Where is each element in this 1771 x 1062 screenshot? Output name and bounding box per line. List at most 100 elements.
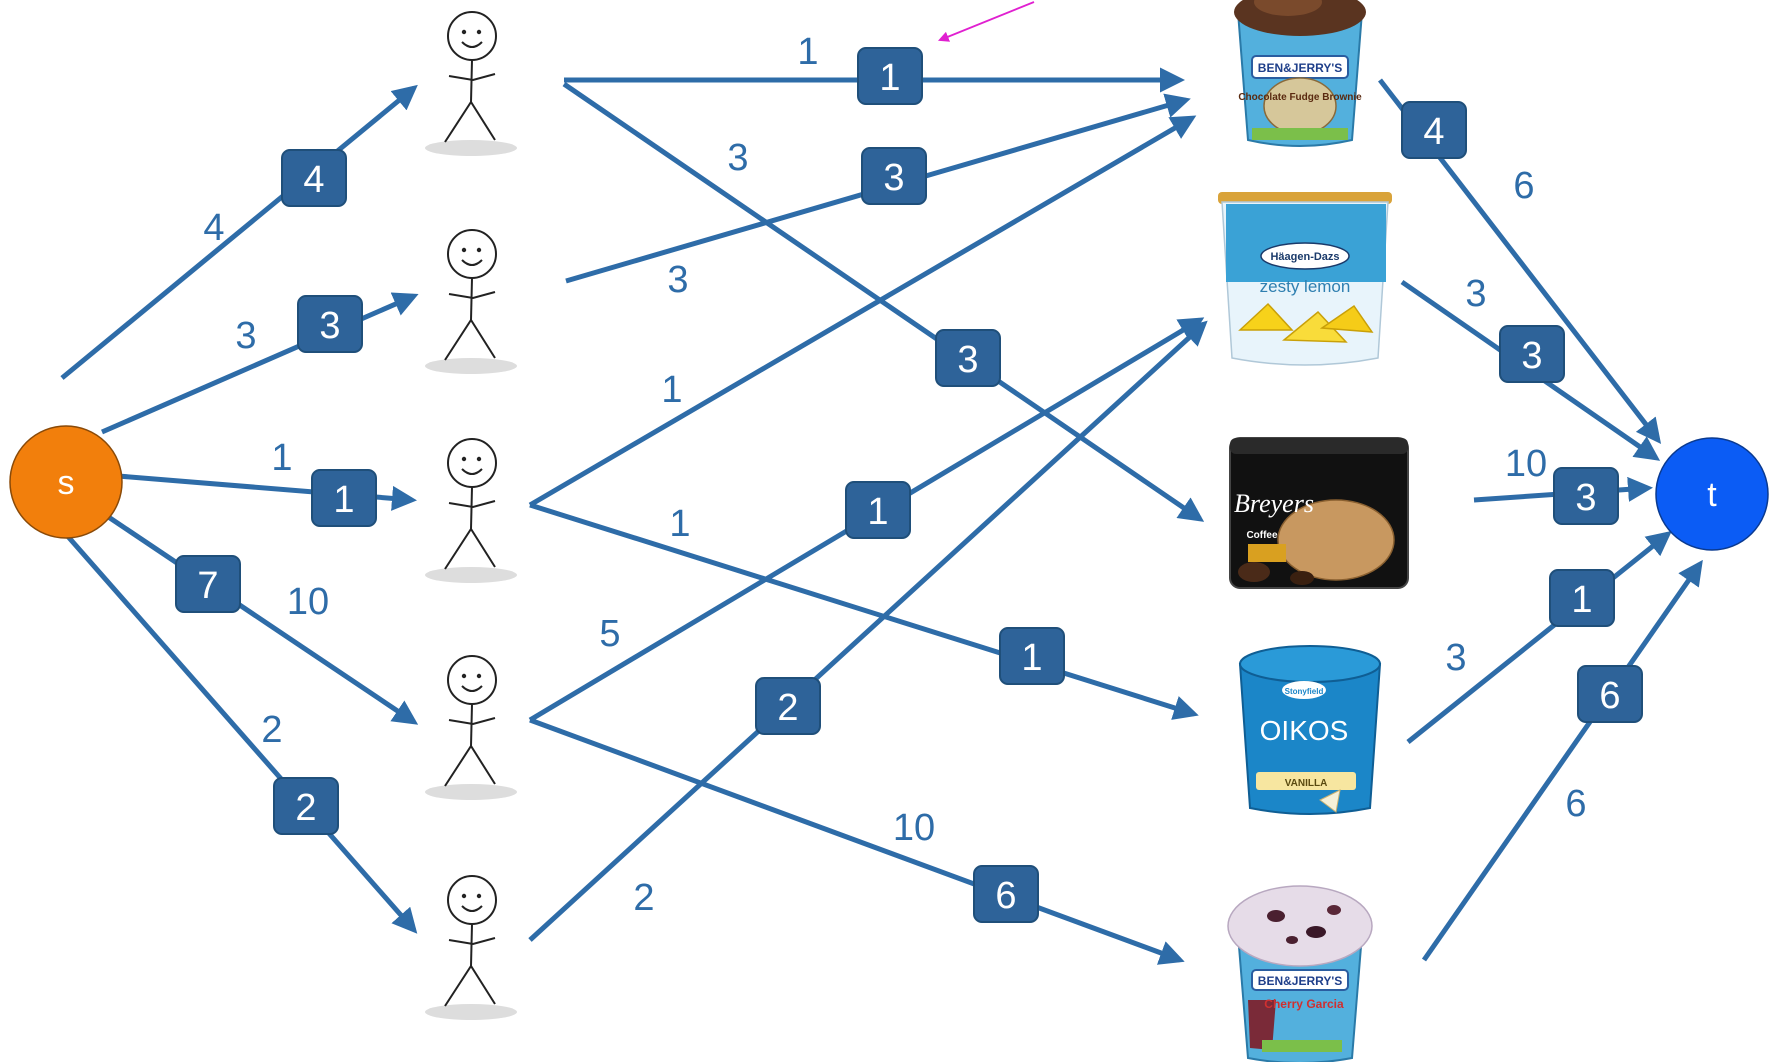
edge-flavor-4-to-t [1406, 530, 1672, 744]
flavor-brand: BEN&JERRY'S [1258, 974, 1342, 988]
svg-text:3: 3 [1521, 335, 1542, 377]
capacity-box: 1 [845, 481, 911, 539]
capacity-box: 6 [1577, 665, 1643, 723]
flavor-subname: VANILLA [1285, 778, 1328, 789]
person-1 [425, 11, 517, 156]
count-label: 1 [661, 369, 682, 411]
capacity-box: 3 [1553, 467, 1619, 525]
svg-text:4: 4 [1423, 111, 1444, 153]
flavor-brand: Breyers [1234, 489, 1314, 518]
count-label: 1 [271, 437, 292, 479]
count-label: 3 [667, 259, 688, 301]
capacity-box: 6 [973, 865, 1039, 923]
count-label: 1 [797, 31, 818, 73]
svg-text:3: 3 [957, 339, 978, 381]
svg-text:1: 1 [1021, 637, 1042, 679]
capacity-box: 1 [1549, 569, 1615, 627]
svg-text:1: 1 [867, 491, 888, 533]
capacity-box: 1 [999, 627, 1065, 685]
svg-text:3: 3 [319, 305, 340, 347]
edge-person-3-to-flavor-4 [529, 502, 1199, 720]
flavor-name: OIKOS [1260, 715, 1349, 746]
flavor-name: Cherry Garcia [1264, 997, 1344, 1011]
people-column [425, 11, 517, 1020]
capacity-box: 3 [297, 295, 363, 353]
svg-text:2: 2 [777, 687, 798, 729]
person-4 [425, 655, 517, 800]
capacity-box: 3 [1499, 325, 1565, 383]
flavor-zesty-lemon: Häagen-Dazs zesty lemon [1218, 192, 1392, 366]
stick-figure-icon [425, 875, 517, 1020]
capacity-box: 7 [175, 555, 241, 613]
ice-cream-pint-icon [1238, 645, 1382, 815]
edge-s-to-person-2 [101, 292, 419, 435]
capacity-box: 2 [273, 777, 339, 835]
stick-figure-icon [425, 11, 517, 156]
flavor-oikos-vanilla: Stonyfield OIKOS VANILLA [1238, 645, 1382, 815]
svg-text:2: 2 [295, 787, 316, 829]
edge-person-5-to-flavor-2 [528, 320, 1208, 942]
flavor-name: zesty lemon [1260, 277, 1351, 296]
edge-s-to-person-5 [62, 530, 418, 934]
edge-person-4-to-flavor-5 [529, 717, 1185, 965]
capacity-box: 3 [935, 329, 1001, 387]
flavor-brand: Stonyfield [1285, 687, 1324, 696]
count-label: 6 [1513, 165, 1534, 207]
count-label: 4 [203, 207, 224, 249]
svg-text:1: 1 [333, 479, 354, 521]
count-label: 3 [235, 315, 256, 357]
count-label: 1 [669, 503, 690, 545]
source-label: s [58, 464, 75, 502]
edge-s-to-person-4 [102, 511, 419, 725]
person-3 [425, 438, 517, 583]
stick-figure-icon [425, 229, 517, 374]
edge-s-to-person-1 [60, 84, 418, 380]
svg-text:6: 6 [1599, 675, 1620, 717]
count-label: 5 [599, 613, 620, 655]
ice-cream-carton-icon [1229, 437, 1409, 589]
capacity-box: 3 [861, 147, 927, 205]
capacity-box: 4 [281, 149, 347, 207]
flavors-column: BEN&JERRY'S Chocolate Fudge Brownie Häag… [1218, 0, 1409, 1062]
edge-person-3-to-flavor-1 [528, 115, 1197, 508]
person-5 [425, 875, 517, 1020]
flavor-cherry-garcia: BEN&JERRY'S Cherry Garcia [1227, 885, 1373, 1062]
capacity-box: 4 [1401, 101, 1467, 159]
flavor-brand: Häagen-Dazs [1270, 251, 1339, 263]
ice-cream-pint-icon [1227, 885, 1373, 1062]
annotation-arrow [937, 1, 1035, 42]
svg-text:3: 3 [1575, 477, 1596, 519]
svg-text:4: 4 [303, 159, 324, 201]
svg-text:7: 7 [197, 565, 218, 607]
count-label: 2 [633, 877, 654, 919]
flavor-brand: BEN&JERRY'S [1258, 61, 1342, 75]
count-label: 10 [287, 581, 329, 623]
svg-text:3: 3 [883, 157, 904, 199]
count-labels: 4 3 1 10 2 1 3 3 1 1 5 10 2 6 3 10 3 6 [203, 31, 1586, 919]
svg-text:1: 1 [1571, 579, 1592, 621]
count-label: 10 [1505, 443, 1547, 485]
source-node: s [9, 425, 123, 539]
edge-lines [60, 67, 1703, 965]
capacity-box: 1 [311, 469, 377, 527]
sink-node: t [1655, 437, 1769, 551]
svg-text:6: 6 [995, 875, 1016, 917]
count-label: 10 [893, 807, 935, 849]
svg-text:1: 1 [879, 57, 900, 99]
count-label: 3 [727, 137, 748, 179]
count-label: 2 [261, 709, 282, 751]
count-label: 3 [1465, 273, 1486, 315]
sink-label: t [1707, 476, 1717, 514]
stick-figure-icon [425, 655, 517, 800]
flavor-breyers-coffee: Breyers Coffee [1229, 437, 1409, 589]
capacity-box: 1 [857, 47, 923, 105]
edge-flavor-5-to-t [1421, 559, 1703, 962]
flavor-chocolate-fudge-brownie: BEN&JERRY'S Chocolate Fudge Brownie [1234, 0, 1366, 147]
capacity-box: 2 [755, 677, 821, 735]
count-label: 3 [1445, 637, 1466, 679]
flavor-name: Coffee [1246, 530, 1278, 541]
ice-cream-pint-icon [1218, 192, 1392, 366]
count-label: 6 [1565, 783, 1586, 825]
person-2 [425, 229, 517, 374]
